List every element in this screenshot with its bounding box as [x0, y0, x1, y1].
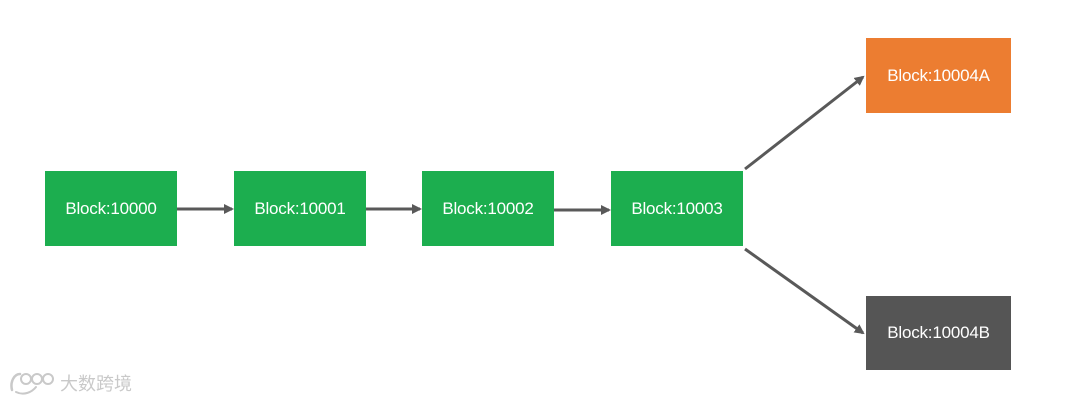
block-10002: Block:10002	[422, 171, 554, 246]
arrow-10003-to-10004b	[744, 247, 865, 335]
watermark: 大数跨境	[8, 370, 132, 396]
block-10004b: Block:10004B	[866, 296, 1011, 370]
block-10003: Block:10003	[611, 171, 743, 246]
watermark-text: 大数跨境	[60, 374, 132, 395]
arrow-10003-to-10004a	[744, 75, 865, 171]
block-10004a: Block:10004A	[866, 38, 1011, 113]
block-10001: Block:10001	[234, 171, 366, 246]
block-10000: Block:10000	[45, 171, 177, 246]
watermark-logo-icon	[10, 372, 54, 395]
